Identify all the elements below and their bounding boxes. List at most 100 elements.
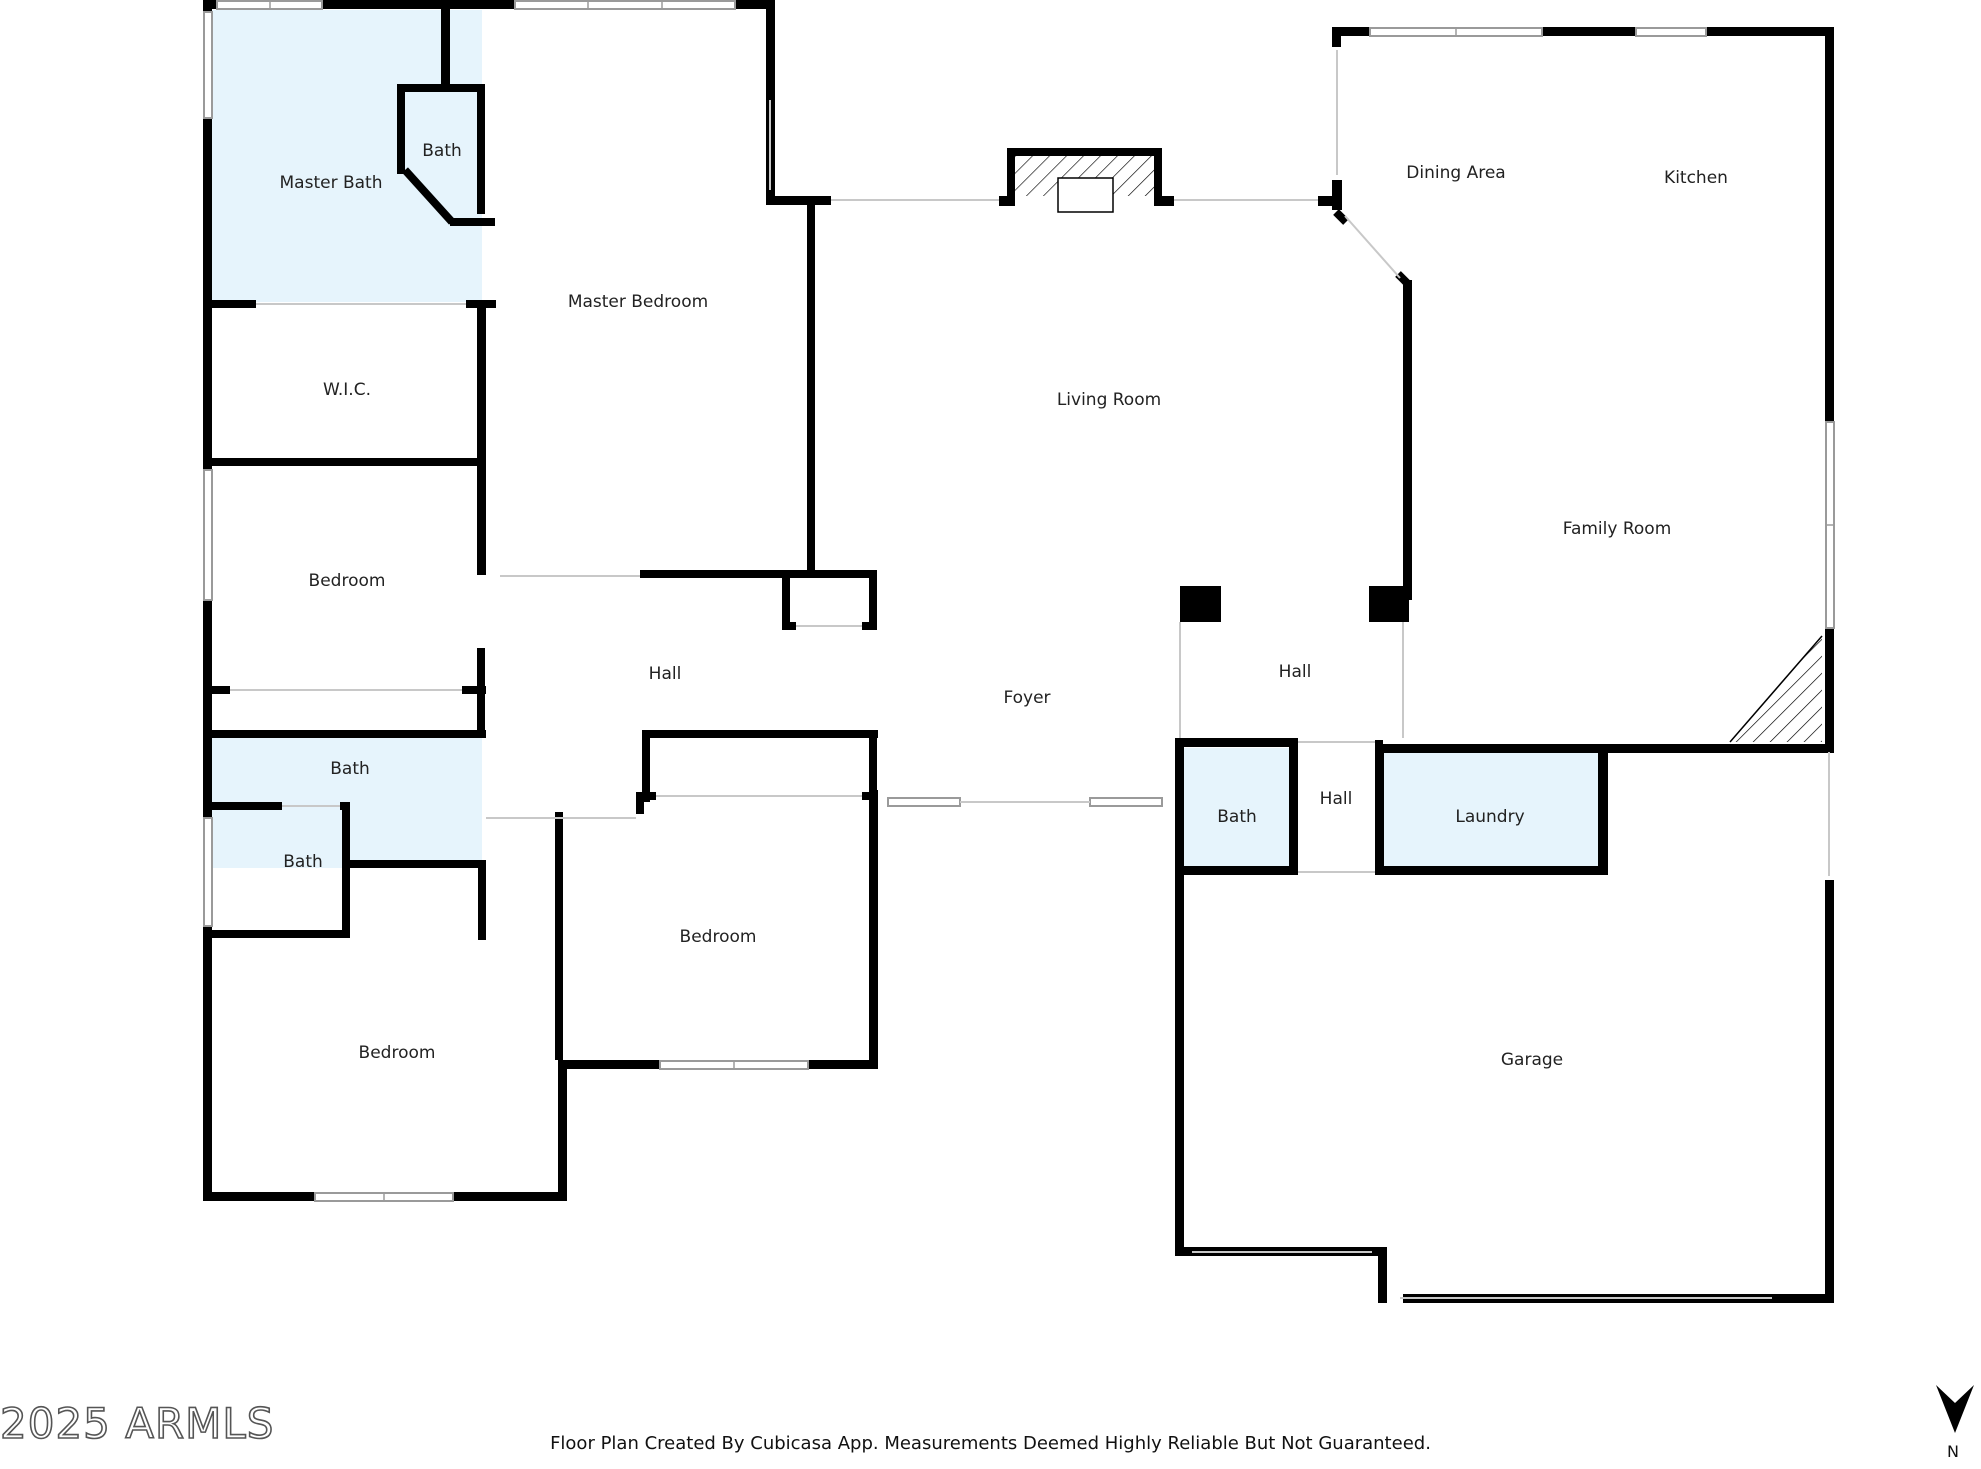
wall <box>477 84 485 214</box>
room-label-master-bath: Master Bath <box>280 173 383 193</box>
room-label-family-room: Family Room <box>1563 519 1672 539</box>
wall-diagonal <box>402 167 455 225</box>
room-label-hall-east: Hall <box>1279 662 1312 682</box>
window <box>203 469 213 601</box>
wall-diagonal <box>1333 209 1349 225</box>
room-label-kitchen: Kitchen <box>1664 168 1728 188</box>
wall <box>1332 27 1834 36</box>
wall <box>342 860 486 868</box>
wall <box>558 1060 567 1201</box>
wall <box>212 458 486 466</box>
wall <box>1007 148 1162 156</box>
wall <box>642 730 650 802</box>
wall <box>642 792 656 800</box>
wall <box>462 686 486 694</box>
wall <box>807 200 815 574</box>
stair-hatch <box>1729 635 1823 743</box>
wall <box>203 0 775 9</box>
room-label-bedroom-west: Bedroom <box>309 571 386 591</box>
shaded-rooms <box>210 10 1602 870</box>
wall <box>1378 1247 1387 1303</box>
laundry-fill <box>1380 748 1602 870</box>
wall <box>766 196 831 205</box>
room-label-hall-west: Hall <box>649 664 682 684</box>
windows <box>203 0 1835 1299</box>
room-label-hall-small: Hall <box>1320 789 1353 809</box>
wall <box>342 802 350 938</box>
window <box>1635 27 1707 37</box>
wall <box>1180 586 1221 622</box>
window <box>203 817 213 927</box>
fireplace-firebox <box>1057 177 1114 213</box>
wall <box>1375 866 1608 875</box>
wall <box>1403 280 1412 600</box>
wall <box>862 792 876 800</box>
wall <box>1154 148 1162 206</box>
fireplace <box>1015 156 1154 213</box>
wall <box>466 300 496 308</box>
wall <box>1289 738 1298 872</box>
north-label: N <box>1947 1442 1959 1461</box>
wall <box>478 860 486 940</box>
disclaimer-text: Floor Plan Created By Cubicasa App. Meas… <box>550 1433 1431 1454</box>
room-label-laundry: Laundry <box>1455 807 1524 827</box>
wall <box>862 622 877 630</box>
wall <box>999 196 1015 206</box>
window <box>887 797 961 807</box>
wall <box>869 790 878 1069</box>
wall <box>1154 196 1174 206</box>
wall <box>869 730 877 802</box>
wall <box>869 570 877 630</box>
master-bath-fill <box>210 10 482 302</box>
opening <box>1344 215 1401 279</box>
room-label-bedroom-southwest: Bedroom <box>359 1043 436 1063</box>
window <box>514 0 736 10</box>
wall <box>212 802 282 810</box>
room-label-living-room: Living Room <box>1057 390 1161 410</box>
room-label-foyer: Foyer <box>1003 688 1050 708</box>
wall <box>477 300 486 575</box>
wall <box>1007 148 1015 206</box>
room-label-bedroom-south: Bedroom <box>680 927 757 947</box>
wall <box>1175 738 1184 1256</box>
wall <box>642 730 878 738</box>
diagonal-walls <box>402 167 1411 287</box>
watermark-text: 2025 ARMLS <box>0 1399 275 1448</box>
window <box>203 11 213 119</box>
wall <box>782 622 796 630</box>
wall <box>555 812 563 1060</box>
room-label-dining-area: Dining Area <box>1406 163 1505 183</box>
room-label-wic: W.I.C. <box>323 380 371 400</box>
wall <box>477 648 485 738</box>
stair-hatch-edge <box>1729 635 1823 743</box>
wall <box>212 930 350 938</box>
wall <box>1332 180 1342 210</box>
room-label-master-bedroom: Master Bedroom <box>568 292 708 312</box>
wall <box>397 84 485 92</box>
wall <box>1175 738 1298 747</box>
window <box>1089 797 1163 807</box>
wall-diagonal <box>1395 271 1411 287</box>
wall <box>782 570 790 630</box>
wall <box>1825 628 1834 748</box>
wall <box>640 570 875 578</box>
room-label-bath-west-small: Bath <box>283 852 323 872</box>
room-label-bath-east: Bath <box>1217 807 1257 827</box>
wall <box>397 84 405 174</box>
bath-east-fill <box>1184 748 1292 870</box>
wall <box>212 730 486 738</box>
room-label-bath-west: Bath <box>330 759 370 779</box>
wall <box>1825 880 1834 1302</box>
wall <box>1332 27 1341 47</box>
wall <box>1184 866 1298 875</box>
room-labels: Master Bath Bath Master Bedroom W.I.C. B… <box>280 141 1728 1070</box>
wall <box>441 0 450 88</box>
wall <box>636 792 644 814</box>
openings <box>230 215 1404 873</box>
wall <box>1318 196 1340 206</box>
wall <box>1825 27 1834 422</box>
wall <box>212 686 230 694</box>
wall <box>212 300 256 308</box>
wall <box>1375 744 1384 872</box>
